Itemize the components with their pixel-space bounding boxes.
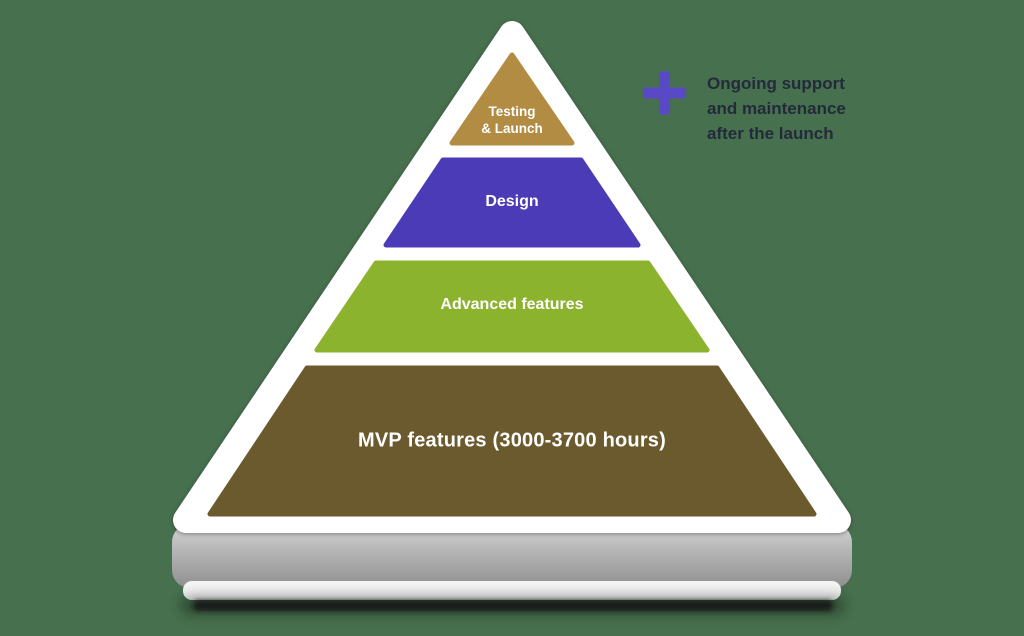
pyramid-layer-mvp-features <box>207 365 817 517</box>
annotation-line: after the launch <box>707 124 834 143</box>
layer-label-line: & Launch <box>481 121 543 136</box>
base-stack-shadow <box>172 524 852 615</box>
annotation-line: Ongoing support <box>707 74 845 93</box>
annotation-line: and maintenance <box>707 99 846 118</box>
stack-gradient-slab <box>172 524 852 588</box>
ongoing-support-annotation: Ongoing support and maintenance after th… <box>707 71 846 146</box>
layer-label-advanced-features: Advanced features <box>440 296 584 313</box>
plus-icon <box>643 71 686 115</box>
pyramid-layer-design <box>383 157 641 248</box>
layer-label-line: Testing <box>488 104 536 119</box>
layer-label-design: Design <box>485 193 539 210</box>
plus-vertical-bar <box>659 71 670 115</box>
layer-label-mvp-features: MVP features (3000-3700 hours) <box>358 429 666 452</box>
pyramid-layer-advanced-features <box>314 260 710 353</box>
stack-dark-shadow-line <box>193 600 833 611</box>
layer-label-testing-launch: Testing & Launch <box>481 103 543 137</box>
pyramid-layer-testing-launch <box>449 52 575 146</box>
